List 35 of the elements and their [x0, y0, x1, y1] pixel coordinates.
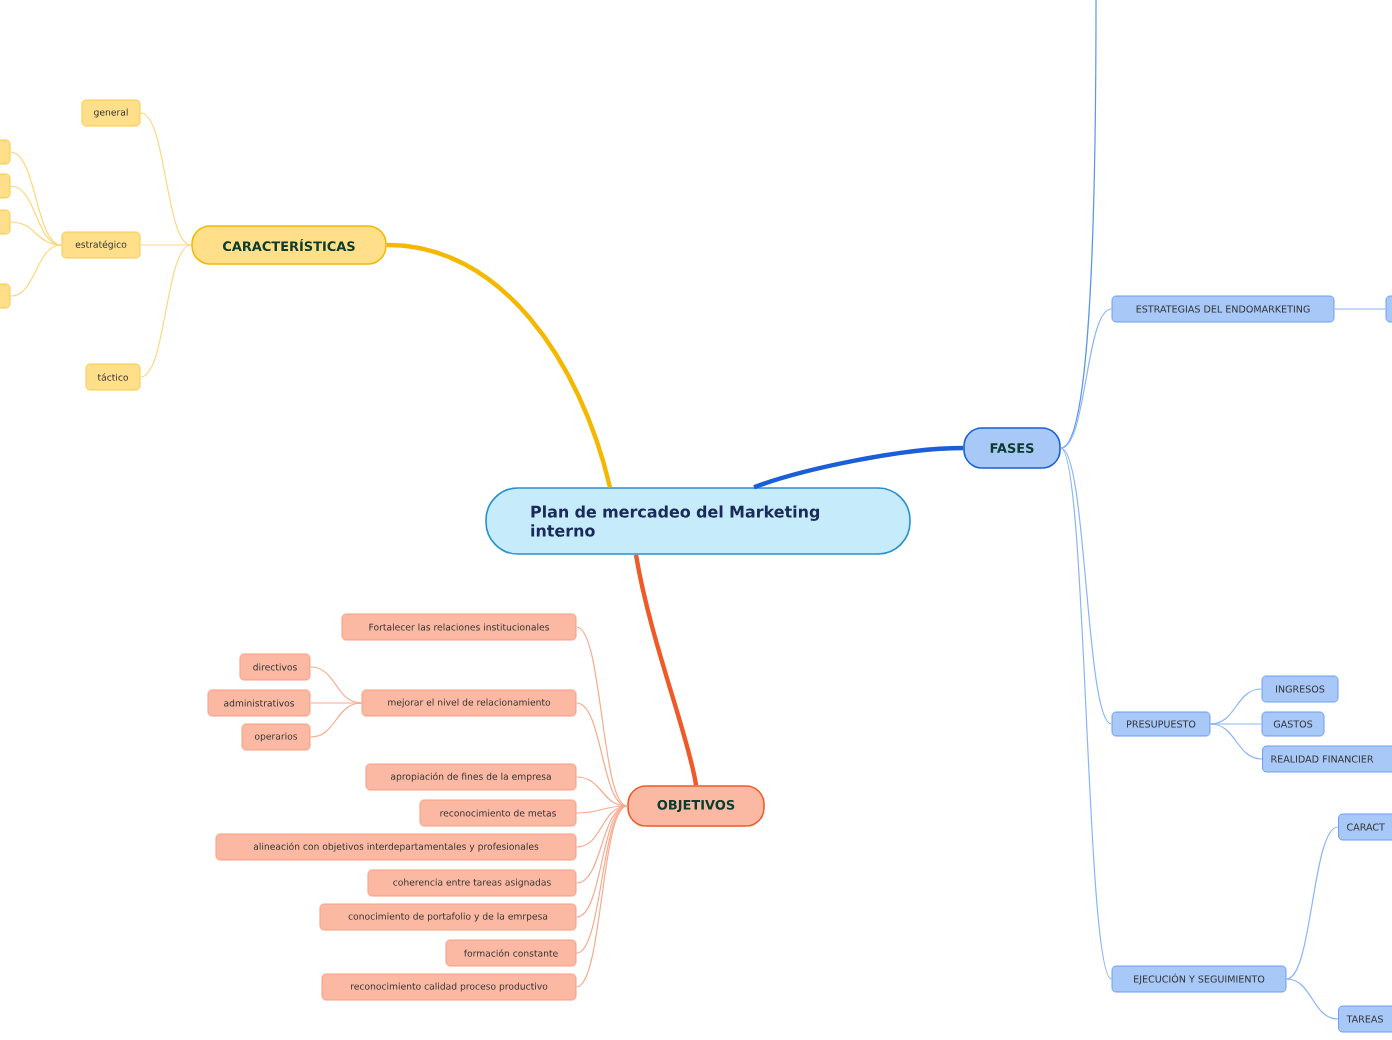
connector-line	[309, 702, 363, 738]
connector-line	[575, 626, 628, 807]
empty-box	[0, 139, 11, 165]
empty-box	[0, 173, 11, 199]
connector-line	[1209, 723, 1263, 725]
connector-line	[139, 244, 192, 246]
connector-line	[575, 805, 628, 988]
connector-line	[9, 221, 63, 246]
connector-line	[575, 805, 628, 884]
connector-line	[1060, 0, 1097, 449]
connector-line	[309, 702, 363, 704]
empty-box	[0, 209, 11, 235]
connector-line	[575, 702, 628, 807]
connector-line	[575, 805, 628, 954]
connector-line	[1285, 978, 1339, 1020]
connector-line	[386, 242, 613, 488]
connector-line	[9, 244, 63, 297]
connector-line	[633, 554, 699, 786]
connector-line	[575, 805, 628, 848]
connector-line	[1060, 447, 1113, 725]
connector-line	[1060, 447, 1113, 980]
connector-line	[1060, 308, 1113, 449]
connector-line	[1285, 826, 1339, 980]
connector-line	[9, 185, 63, 246]
connector-line	[575, 805, 628, 918]
connector-line	[1209, 723, 1263, 760]
empty-box	[0, 283, 11, 309]
connector-line	[139, 112, 192, 246]
connector-line	[753, 445, 964, 490]
connector-line	[575, 776, 628, 807]
connector-line	[9, 151, 63, 246]
connector-line	[1333, 308, 1387, 310]
connector-line	[575, 805, 628, 814]
connector-line	[139, 244, 192, 378]
empty-box	[1385, 295, 1392, 323]
